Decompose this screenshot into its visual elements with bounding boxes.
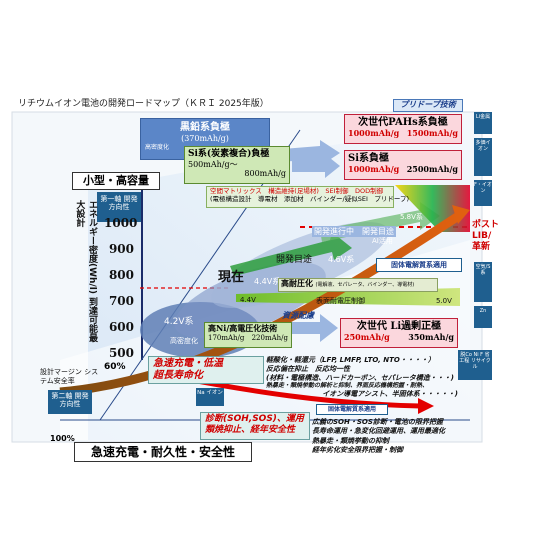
high-cut-box: 高耐圧化 (電解液、セパレータ、バインダー、導電材) [278, 278, 438, 292]
volt-58: 5.8V系 [400, 213, 423, 221]
graphite-title: 黒鉛系負極 [180, 122, 230, 133]
arrow-si [292, 154, 340, 178]
matrix-box: 空間マトリックス 構造維持(足場材) SEI制御 DOD制御 (電極構造設計 導… [206, 186, 410, 208]
arrow-hini [290, 314, 338, 342]
li-excess-v2: 350mAh/g [408, 332, 454, 342]
note-top-2: (材料・電極構造、ハードカーボン、セパレータ構造・・・) [266, 373, 454, 382]
axis1-label: 第一軸 開発方向性 [97, 192, 141, 222]
high-density-label: 高密度化 [170, 337, 198, 345]
green-arrow-46v [230, 232, 352, 276]
li-excess-title: 次世代 Li過剰正極 [356, 321, 442, 332]
v50-label: 5.0V [436, 297, 452, 305]
note-bottom-2: 熱暴走・類焼挙動の抑制 [312, 436, 389, 445]
hi-ni-v2: 220mAh/g [251, 333, 288, 342]
y-tick-700: 700 [108, 294, 134, 308]
note-bottom-3: 経年劣化安全限界把握・制御 [312, 446, 403, 455]
dev-target: 開発目途 [276, 255, 313, 265]
note-top-3: 熱暴走・類焼挙動の解析と抑制、界面反応機構把握・耐熱、 [266, 382, 429, 390]
next-pah-box: 次世代PAHs系負極 1000mAh/g 1500mAh/g [344, 114, 462, 144]
now-label: 現在 [218, 270, 245, 285]
target-line: 開発進行中 開発目途 [312, 226, 396, 237]
diagnosis-l1: 診断(SOH,SOS)、運用 [205, 414, 304, 424]
orange-curve-head [452, 205, 470, 224]
note-top-4: イオン導電アシスト、半固体系・・・・・) [322, 389, 458, 398]
y-axis-label: エネルギー密度(Wh/l) 到達可能最大設計 [74, 200, 97, 343]
hi-ni-values: 170mAh/g 220mAh/g [208, 334, 288, 342]
note-bottom-1: 長寿命運用・急変化回避運用、運用最適化 [312, 427, 445, 436]
si-composite-box: Si系(炭素複合)負極 500mAh/g～ 800mAh/g [184, 146, 290, 184]
tab-recycle: 脱Co Ni F 省工程 リサイクル [458, 350, 492, 380]
bottom-label: 急速充電・耐久性・安全性 [74, 442, 252, 462]
matrix-l2: (電極構造設計 導電材 添加材 バインダー/疑似SEI プリドープ) [210, 194, 410, 203]
diagnosis-l2: 類焼抑止、経年安全性 [205, 424, 296, 435]
y-tick-900: 900 [108, 242, 134, 256]
top-label: 小型・高容量 [72, 172, 160, 190]
pah-v2: 1500mAh/g [406, 128, 458, 138]
tab-air-s: 空気/S系 [474, 262, 492, 302]
page-title: リチウムイオン電池の開発ロードマップ（ＫＲＩ 2025年版） [18, 99, 269, 109]
graphite-value: (370mAh/g) [181, 134, 229, 143]
si-v2: 2500mAh/g [406, 164, 458, 174]
red-curve-head [418, 398, 434, 414]
si-values: 1000mAh/g 2500mAh/g [348, 164, 458, 175]
diagnosis-box: 診断(SOH,SOS)、運用 類焼抑止、経年安全性 [200, 412, 310, 440]
y-tick-1000: 1000 [104, 216, 138, 230]
high-cut-sub: (電解液、セパレータ、バインダー、導電材) [315, 282, 415, 288]
margin-label: 設計マージン システム安全率 [40, 368, 99, 386]
note-top-0: 軽酸化・軽還元（LFP, LMFP, LTO, NTO・・・・） [266, 356, 435, 364]
axis2-label: 第二軸 開発方向性 [48, 390, 92, 414]
pah-values: 1000mAh/g 1500mAh/g [348, 128, 458, 139]
si-comp-v2: 800mAh/g [244, 169, 286, 179]
v42-label: 4.2V系 [164, 317, 194, 327]
si-v1: 1000mAh/g [348, 164, 400, 174]
y-tick-500: 500 [108, 346, 134, 360]
hi-ni-box: 高Ni/高電圧化技術 170mAh/g 220mAh/g [204, 322, 292, 348]
note-bottom-0: 広義のSOH・SOS診断・電池の限界把握 [312, 418, 443, 426]
notes-top: 軽酸化・軽還元（LFP, LMFP, LTO, NTO・・・・） 反応偏在抑止 … [266, 356, 458, 422]
tab-zn: Zn [474, 306, 492, 328]
tab-f-ion: F・イオン [474, 180, 492, 206]
pct-60: 60% [104, 362, 126, 372]
v44b-label: 4.4V [240, 296, 256, 304]
li-excess-v1: 250mAh/g [344, 332, 390, 342]
surface-label: 表面耐電圧制御 [316, 297, 365, 305]
matrix-l1: 空間マトリックス 構造維持(足場材) SEI制御 DOD制御 [210, 187, 384, 195]
v46-label: 4.6V系 [328, 255, 355, 264]
hi-ni-v1: 170mAh/g [208, 333, 245, 342]
si-comp-title: Si系(炭素複合)負極 [188, 149, 270, 159]
ai-label: AI活用 [372, 237, 393, 245]
li-excess-box: 次世代 Li過剰正極 250mAh/g 350mAh/g [340, 318, 458, 348]
notes-bottom: 広義のSOH・SOS診断・電池の限界把握 長寿命運用・急変化回避運用、運用最適化… [312, 418, 472, 470]
post-lib: ポスト LIB/ 革新 [472, 220, 500, 252]
fast-charge-l2: 超長寿命化 [153, 370, 203, 381]
pah-v1: 1000mAh/g [348, 128, 400, 138]
predope-label: プリドープ技術 [393, 99, 463, 112]
v44-label: 4.4V系 [254, 277, 281, 286]
high-cut-title: 高耐圧化 [281, 279, 313, 288]
tab-multivalent: 多価イオン [474, 138, 492, 176]
tab-li-metal: Li金属 [474, 112, 492, 134]
li-excess-values: 250mAh/g 350mAh/g [344, 332, 454, 343]
pah-title: 次世代PAHs系負極 [358, 117, 448, 128]
fast-charge-l1: 急速充電・低温 [153, 358, 223, 369]
na-ion-box: Na イオン [196, 388, 224, 406]
y-tick-800: 800 [108, 268, 134, 282]
solid-small-box: 固体電解質系適用 [316, 404, 388, 415]
solid-box: 固体電解質系適用 [376, 258, 462, 272]
y-tick-600: 600 [108, 320, 134, 334]
si-comp-v1: 500mAh/g～ [188, 159, 238, 169]
fast-charge-box: 急速充電・低温 超長寿命化 [148, 356, 264, 384]
note-top-1: 反応偏在抑止 反応均一性 [266, 364, 350, 373]
si-title: Si系負極 [348, 153, 390, 164]
resource-label: 資源配慮 [282, 311, 314, 320]
si-anode-box: Si系負極 1000mAh/g 2500mAh/g [344, 150, 462, 180]
hi-ni-title: 高Ni/高電圧化技術 [208, 323, 278, 333]
pct-100: 100% [50, 434, 75, 443]
graphite-sub: 高密度化 [145, 143, 170, 151]
voltage-bar [236, 288, 460, 306]
